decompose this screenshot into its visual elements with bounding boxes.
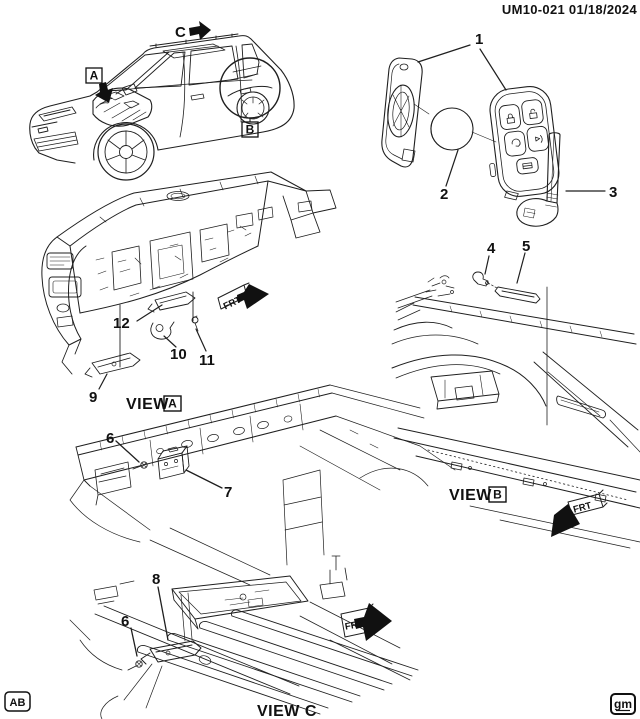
callout-8: 8 <box>152 571 160 588</box>
view-a-marker-box <box>85 67 103 84</box>
revision-code: AB <box>10 697 26 709</box>
view-c-frt-arrow-icon <box>354 603 392 641</box>
gm-logo-box <box>610 693 636 715</box>
view-c-floor-drawing <box>69 384 456 719</box>
view-b-frt-label: FRT <box>572 500 593 515</box>
view-a-marker-letter: A <box>90 69 99 83</box>
view-c-frt-label: FRT <box>344 619 364 633</box>
view-c-label: VIEW C <box>257 703 317 719</box>
callout-2-battery: 2 <box>440 186 448 203</box>
key-fob-exploded-drawing <box>381 44 606 227</box>
callout-11: 11 <box>199 352 215 369</box>
view-b-marker-box <box>241 121 259 138</box>
callout-7: 7 <box>224 484 232 501</box>
view-b-rear-body-drawing <box>391 252 640 549</box>
view-b-label-box <box>488 486 507 503</box>
vehicle-overview-drawing <box>29 33 295 181</box>
view-a-pointer-arrow-icon <box>95 82 113 103</box>
view-a-label: VIEW <box>126 396 169 413</box>
view-b-label-letter: B <box>493 488 502 502</box>
callout-6-upper: 6 <box>106 430 114 447</box>
document-id: UM10-021 01/18/2024 <box>502 2 638 17</box>
view-b-frt-arrow-icon <box>551 504 580 537</box>
view-b-marker-letter: B <box>246 123 255 137</box>
callout-4: 4 <box>487 240 496 257</box>
callout-12: 12 <box>113 315 130 332</box>
view-c-marker-letter: C <box>175 24 186 41</box>
view-b-label: VIEW <box>449 487 492 504</box>
callout-5: 5 <box>522 238 530 255</box>
view-a-frt-arrow-icon <box>237 284 269 309</box>
callout-6-lower: 6 <box>121 613 129 630</box>
callout-10: 10 <box>170 346 187 363</box>
revision-code-box <box>4 691 31 712</box>
view-a-label-box <box>163 395 182 412</box>
callout-3-key-blade: 3 <box>609 184 617 201</box>
callout-1-housing: 1 <box>475 31 483 48</box>
view-c-direction-arrow-icon <box>189 21 211 40</box>
view-a-instrument-panel-drawing <box>41 171 337 390</box>
callout-9: 9 <box>89 389 97 406</box>
view-a-label-letter: A <box>168 397 177 411</box>
gm-logo-text: gm <box>614 697 632 711</box>
